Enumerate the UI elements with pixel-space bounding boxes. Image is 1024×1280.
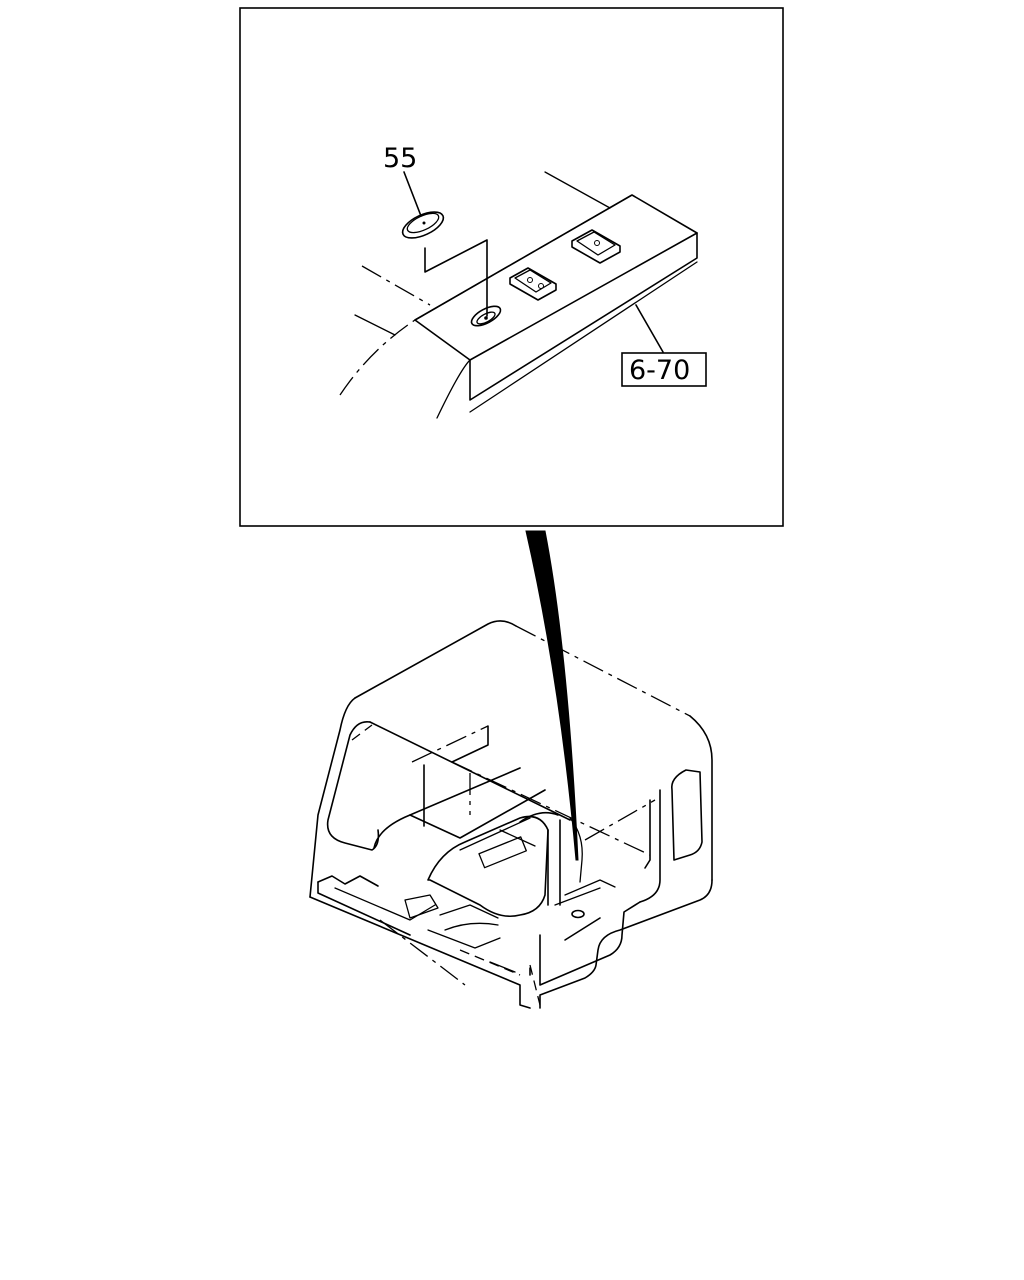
assembly-leader-line — [424, 239, 488, 317]
callout-55: 55 — [383, 143, 417, 174]
mounting-pad-1 — [509, 267, 557, 301]
plug-part-55 — [401, 211, 445, 239]
leader-6-70 — [635, 304, 664, 353]
detail-frame — [239, 7, 784, 527]
roof-rail — [414, 194, 698, 413]
rail-hole — [470, 305, 502, 327]
leader-55 — [403, 171, 422, 217]
callout-6-70-box — [621, 352, 707, 387]
detail-pointer — [525, 530, 579, 861]
callout-6-70: 6-70 — [629, 355, 690, 386]
floor-hole — [571, 909, 585, 919]
detail-inset: 55 6-70 — [239, 7, 784, 527]
mounting-pad-2 — [571, 229, 621, 264]
roof-panel-lines — [339, 171, 611, 419]
cab-overview — [309, 620, 713, 1009]
